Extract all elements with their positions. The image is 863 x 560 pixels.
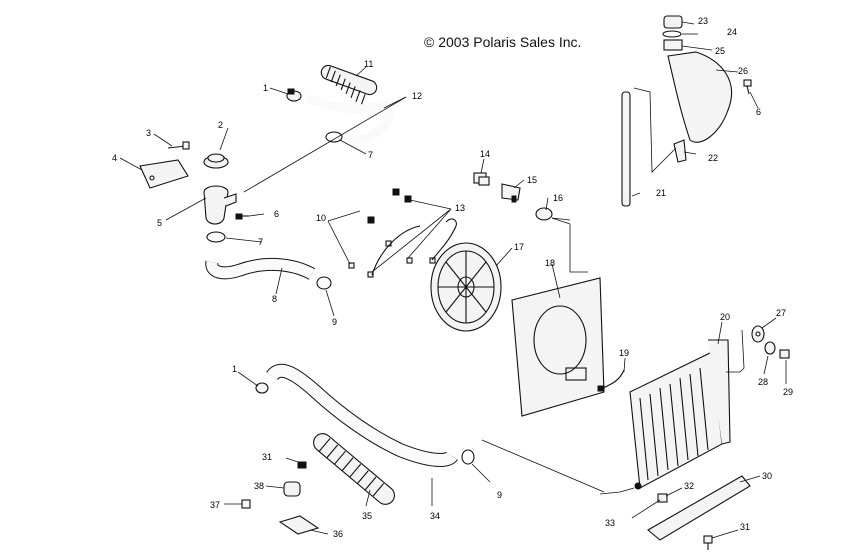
part-9-clamp-right: [461, 449, 475, 465]
callout-35: 35: [362, 511, 372, 521]
callout-36: 36: [333, 529, 343, 539]
part-15-fan-switch: [501, 183, 521, 203]
callout-6-left: 6: [274, 209, 279, 219]
part-2-radiator-cap: [203, 153, 229, 169]
callout-23: 23: [698, 16, 708, 26]
part-31-screw-right: [703, 535, 713, 550]
callout-7-lower: 7: [258, 237, 263, 247]
part-18-fan-shroud: [511, 277, 605, 417]
callout-1-lower: 1: [232, 364, 237, 374]
part-6-bolt-right: [743, 79, 752, 95]
part-31-screw-left: [297, 461, 307, 469]
callout-37: 37: [210, 500, 220, 510]
callout-20: 20: [720, 312, 730, 322]
part-5-filler-neck: [203, 185, 237, 225]
part-38-clip: [283, 481, 301, 497]
callout-15: 15: [527, 175, 537, 185]
callout-6-right: 6: [756, 107, 761, 117]
part-19-wire-harness: [597, 369, 625, 392]
part-9-clamp-left: [316, 276, 332, 290]
callout-34: 34: [430, 511, 440, 521]
part-7-clamp-upper: [325, 131, 343, 143]
callout-11: 11: [364, 59, 373, 69]
leader-lines: [119, 21, 787, 539]
part-16-grommet: [535, 207, 553, 221]
part-27-washer: [751, 325, 765, 343]
callout-8: 8: [272, 294, 277, 304]
callout-26: 26: [738, 66, 748, 76]
part-34-lower-hose: [266, 363, 458, 467]
callout-32: 32: [684, 481, 694, 491]
callout-13: 13: [455, 203, 465, 213]
part-8-hose: [205, 257, 316, 280]
part-36-bracket: [278, 515, 320, 535]
callout-5: 5: [157, 218, 162, 228]
callout-3: 3: [146, 128, 151, 138]
part-26-coolant-reservoir: [667, 51, 733, 143]
part-10-13-wire-connectors: [348, 188, 457, 278]
part-22-fitting: [673, 139, 687, 163]
callout-38: 38: [254, 481, 264, 491]
callout-1-upper: 1: [263, 83, 268, 93]
callout-22: 22: [708, 153, 718, 163]
part-12-upper-hose: [306, 93, 394, 147]
callout-16: 16: [553, 193, 563, 203]
part-1-hose-clamp-upper: [286, 88, 302, 102]
callout-12: 12: [412, 91, 422, 101]
part-29-bolt: [779, 349, 790, 359]
part-35-corrugated-sleeve: [313, 433, 395, 505]
callout-9-right: 9: [497, 490, 502, 500]
callout-28: 28: [758, 377, 768, 387]
part-32-nut: [657, 493, 668, 503]
callout-33: 33: [605, 518, 615, 528]
part-23-cap: [663, 15, 683, 29]
callout-14: 14: [480, 149, 490, 159]
callout-19: 19: [619, 348, 629, 358]
part-7-clamp-lower: [206, 231, 226, 243]
callout-31-right: 31: [740, 522, 750, 532]
copyright-notice: © 2003 Polaris Sales Inc.: [424, 34, 582, 50]
part-28-grommet: [764, 341, 776, 355]
callout-30: 30: [762, 471, 772, 481]
part-6-bolt-left: [235, 213, 249, 220]
callout-10: 10: [316, 213, 326, 223]
part-37-bolt: [241, 499, 251, 509]
part-3-bolt: [167, 141, 190, 150]
part-25-neck: [663, 39, 683, 51]
callout-25: 25: [715, 46, 725, 56]
part-4-bracket: [139, 159, 189, 189]
part-24-seal: [662, 30, 682, 38]
callout-4: 4: [112, 153, 117, 163]
part-14-sensor: [473, 172, 490, 186]
callout-24: 24: [727, 27, 737, 37]
callout-17: 17: [514, 242, 524, 252]
part-17-cooling-fan: [430, 242, 502, 332]
callout-21: 21: [656, 188, 666, 198]
callout-9-left: 9: [332, 317, 337, 327]
callout-29: 29: [783, 387, 793, 397]
callout-31-left: 31: [262, 452, 272, 462]
callout-27: 27: [776, 308, 786, 318]
part-30-lower-shield: [647, 475, 751, 541]
part-21-overflow-tube: [621, 91, 631, 207]
callout-18: 18: [545, 258, 555, 268]
callout-7-upper: 7: [368, 150, 373, 160]
callout-labels: 1 1 2 3 4 5 6 6 7 7 8 9 9 10 11 12 13 14…: [112, 16, 793, 539]
part-11-corrugated-hose: [320, 64, 378, 106]
part-33-mount: [634, 482, 642, 490]
part-1-hose-clamp-lower: [255, 382, 269, 394]
callout-2: 2: [218, 120, 223, 130]
part-20-radiator: [629, 339, 731, 489]
